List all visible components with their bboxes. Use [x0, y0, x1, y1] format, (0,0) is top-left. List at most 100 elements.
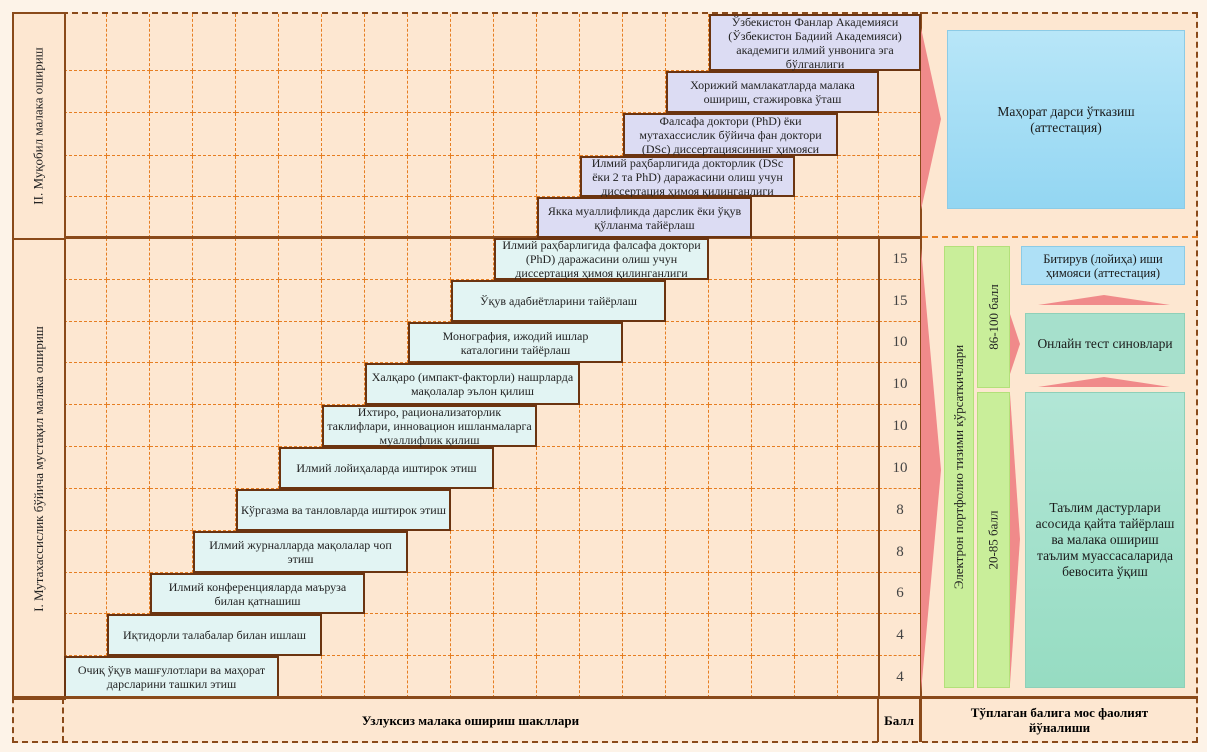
grid-cell — [150, 197, 193, 238]
grid-cell — [107, 238, 150, 280]
independent-form-box: Ўқув адабиётларини тайёрлаш — [451, 280, 666, 322]
grid-cell — [838, 156, 879, 197]
section-independent-label-cell — [12, 238, 66, 700]
ball-cell — [879, 71, 921, 113]
arrow-small-low-icon — [1010, 394, 1020, 684]
grid-cell — [236, 238, 279, 280]
grid-cell — [494, 156, 537, 197]
grid-cell — [408, 113, 451, 156]
grid-cell — [150, 14, 193, 71]
grid-cell — [752, 322, 795, 363]
grid-cell — [580, 14, 623, 71]
alternative-form-box: Ўзбекистон Фанлар Академияси (Ўзбекистон… — [709, 14, 921, 71]
grid-cell — [193, 197, 236, 238]
grid-cell — [752, 405, 795, 447]
range-high-bar: 86-100 балл — [977, 246, 1010, 388]
grid-cell — [580, 489, 623, 531]
grid-cell — [408, 156, 451, 197]
grid-cell — [580, 531, 623, 573]
grid-cell — [795, 280, 838, 322]
grid-cell — [838, 238, 879, 280]
grid-cell — [494, 447, 537, 489]
grid-cell — [408, 197, 451, 238]
grid-cell — [709, 447, 752, 489]
grid-cell — [666, 489, 709, 531]
grid-cell — [236, 156, 279, 197]
grid-cell — [838, 489, 879, 531]
grid-cell — [752, 656, 795, 698]
grid-cell — [279, 113, 322, 156]
grid-cell — [752, 614, 795, 656]
grid-cell — [322, 71, 365, 113]
alternative-form-box: Фалсафа доктори (PhD) ёки мутахассислик … — [623, 113, 838, 156]
grid-cell — [408, 280, 451, 322]
ball-value: 4 — [896, 626, 904, 643]
online-test-box: Онлайн тест синовлари — [1025, 313, 1185, 374]
grid-cell — [322, 363, 365, 405]
grid-cell — [537, 447, 580, 489]
grid-cell — [537, 405, 580, 447]
grid-cell — [236, 113, 279, 156]
grid-cell — [580, 363, 623, 405]
grid-cell — [795, 322, 838, 363]
grid-cell — [64, 197, 107, 238]
grid-cell — [838, 322, 879, 363]
grid-cell — [408, 531, 451, 573]
grid-cell — [537, 489, 580, 531]
grid-cell — [795, 447, 838, 489]
grid-cell — [279, 238, 322, 280]
grid-cell — [236, 197, 279, 238]
grid-cell — [107, 113, 150, 156]
independent-form-box: Халқаро (импакт-факторли) нашрларда мақо… — [365, 363, 580, 405]
grid-cell — [752, 363, 795, 405]
grid-cell — [193, 489, 236, 531]
grid-cell — [580, 656, 623, 698]
grid-cell — [107, 322, 150, 363]
alternative-form-box: Илмий раҳбарлигида докторлик (DSc ёки 2 … — [580, 156, 795, 198]
grid-cell — [623, 14, 666, 71]
grid-cell — [537, 573, 580, 614]
grid-cell — [107, 14, 150, 71]
grid-cell — [537, 531, 580, 573]
grid-cell — [494, 71, 537, 113]
grid-cell — [322, 156, 365, 197]
grid-cell — [64, 447, 107, 489]
footer-direction-label: Тўплаган балига мос фаолият йўналиши — [970, 705, 1149, 735]
arrow-up-top-icon — [1038, 295, 1170, 305]
ball-value: 6 — [896, 585, 904, 601]
grid-cell — [150, 489, 193, 531]
grid-cell — [623, 71, 666, 113]
grid-cell — [451, 197, 494, 238]
grid-cell — [64, 113, 107, 156]
grid-cell — [322, 656, 365, 698]
grid-cell — [64, 363, 107, 405]
grid-cell — [451, 614, 494, 656]
grid-cell — [365, 113, 408, 156]
grid-cell — [365, 238, 408, 280]
grid-cell — [365, 573, 408, 614]
grid-cell — [64, 71, 107, 113]
grid-cell — [494, 113, 537, 156]
grid-cell — [64, 531, 107, 573]
grid-cell — [580, 71, 623, 113]
grid-cell — [107, 405, 150, 447]
grid-cell — [322, 322, 365, 363]
arrow-right-bottom-icon — [921, 248, 941, 692]
grid-cell — [322, 614, 365, 656]
grid-cell — [838, 447, 879, 489]
grid-cell — [537, 14, 580, 71]
independent-form-box: Илмий раҳбарлигида фалсафа доктори (PhD)… — [494, 238, 709, 280]
grid-cell — [709, 489, 752, 531]
grid-cell — [150, 280, 193, 322]
grid-cell — [193, 14, 236, 71]
grid-cell — [623, 405, 666, 447]
independent-form-box: Очиқ ўқув машғулотлари ва маҳорат дарсла… — [64, 656, 279, 698]
grid-cell — [451, 656, 494, 698]
grid-cell — [193, 71, 236, 113]
grid-cell — [709, 573, 752, 614]
grid-cell — [107, 573, 150, 614]
range-low-bar: 20-85 балл — [977, 392, 1010, 688]
grid-cell — [451, 156, 494, 197]
grid-cell — [752, 197, 795, 238]
grid-cell — [150, 113, 193, 156]
